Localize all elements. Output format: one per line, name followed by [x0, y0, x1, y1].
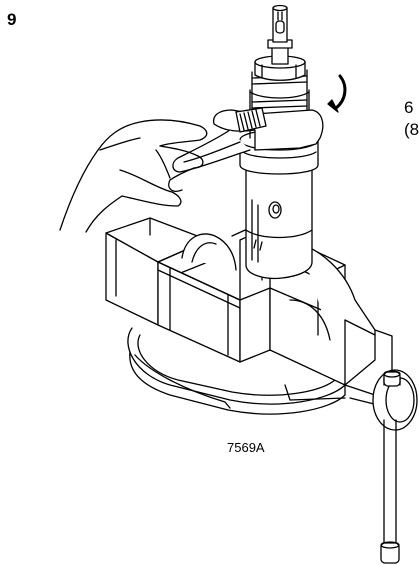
vise-handle-icon — [373, 370, 417, 563]
callout-text-line2: (8 — [404, 120, 419, 139]
figure-id-label: 7569A — [227, 440, 265, 455]
rotation-arrow-icon — [328, 76, 345, 112]
adjustable-wrench-icon — [173, 108, 323, 172]
callout-text-line1: 6 — [404, 98, 414, 117]
hand-icon — [60, 120, 207, 232]
bench-vise-icon — [106, 218, 392, 414]
step-number: 9 — [7, 10, 17, 29]
